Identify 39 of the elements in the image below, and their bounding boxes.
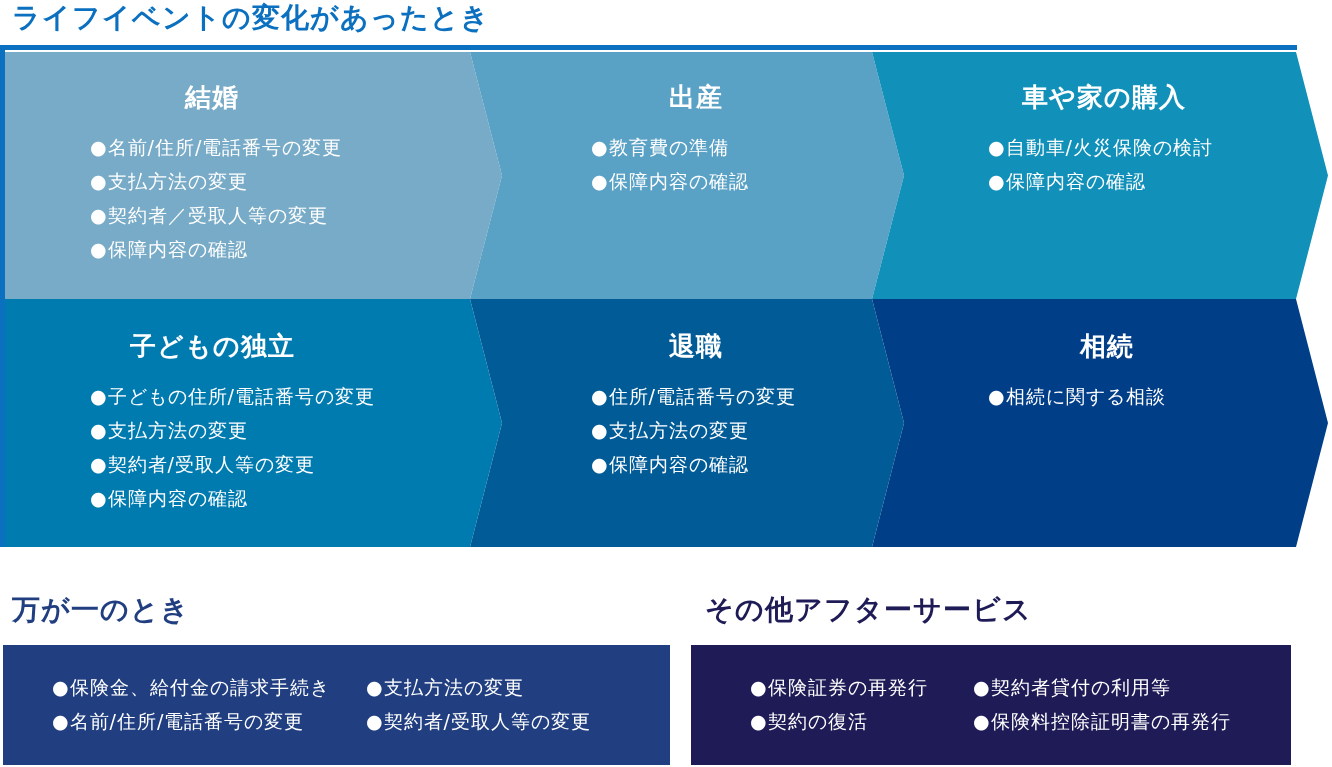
- chevron-step: [470, 52, 904, 299]
- step-heading: 退職: [669, 330, 723, 362]
- bullet-item: ●名前/住所/電話番号の変更: [52, 709, 306, 734]
- step-heading: 車や家の購入: [1022, 81, 1186, 113]
- chevron-step: [470, 299, 904, 547]
- bullet-item: ●契約者/受取人等の変更: [90, 452, 315, 477]
- bullet-item: ●保障内容の確認: [591, 169, 749, 194]
- bullet-item: ●契約者／受取人等の変更: [90, 203, 328, 228]
- bullet-item: ●保険金、給付金の請求手続き: [52, 675, 331, 700]
- bullet-item: ●保険料控除証明書の再発行: [973, 709, 1231, 734]
- chevron-step: [5, 299, 502, 547]
- step-heading: 相続: [1080, 330, 1134, 362]
- bullet-item: ●相続に関する相談: [988, 384, 1166, 409]
- chevron-step: [872, 299, 1328, 547]
- bullet-item: ●支払方法の変更: [366, 675, 525, 700]
- bullet-item: ●保障内容の確認: [591, 452, 749, 477]
- bullet-item: ●保険証券の再発行: [750, 675, 929, 700]
- bullet-item: ●契約の復活: [750, 709, 869, 734]
- step-heading: 出産: [669, 81, 723, 113]
- bullet-item: ●住所/電話番号の変更: [591, 384, 796, 409]
- bullet-item: ●契約者/受取人等の変更: [366, 709, 591, 734]
- bullet-item: ●保障内容の確認: [988, 169, 1146, 194]
- bullet-item: ●支払方法の変更: [591, 418, 749, 443]
- bullet-item: ●保障内容の確認: [90, 237, 248, 262]
- bullet-item: ●自動車/火災保険の検討: [988, 135, 1213, 160]
- chevron-step: [5, 52, 502, 299]
- step-heading: 結婚: [185, 81, 239, 113]
- section-heading: その他アフターサービス: [705, 592, 1032, 628]
- bullet-item: ●支払方法の変更: [90, 418, 248, 443]
- bullet-item: ●教育費の準備: [591, 135, 729, 160]
- chevron-step: [872, 52, 1328, 299]
- bullet-item: ●保障内容の確認: [90, 486, 248, 511]
- bullet-item: ●名前/住所/電話番号の変更: [90, 135, 343, 160]
- section-heading: 万が一のとき: [12, 592, 190, 628]
- bullet-item: ●契約者貸付の利用等: [973, 675, 1172, 700]
- bullet-item: ●支払方法の変更: [90, 169, 248, 194]
- bullet-item: ●子どもの住所/電話番号の変更: [90, 384, 375, 409]
- step-heading: 子どもの独立: [129, 330, 295, 362]
- section-heading: ライフイベントの変化があったとき: [12, 0, 490, 36]
